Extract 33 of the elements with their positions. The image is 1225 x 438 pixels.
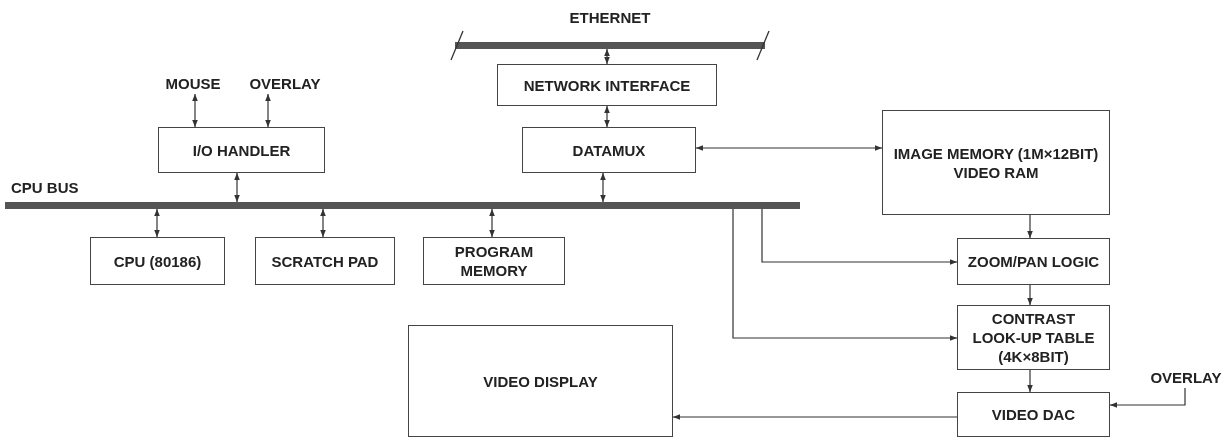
block-box: CONTRAST LOOK-UP TABLE (4K×8BIT)	[957, 305, 1110, 370]
bus-label: CPU BUS	[11, 178, 79, 198]
block-box: ZOOM/PAN LOGIC	[957, 238, 1110, 285]
arrow	[600, 172, 606, 203]
arrow	[192, 93, 198, 128]
block-box: NETWORK INTERFACE	[497, 64, 717, 106]
signal-label: MOUSE	[158, 74, 228, 94]
arrow	[732, 208, 958, 341]
arrow	[1027, 214, 1033, 239]
arrow	[320, 208, 326, 238]
arrow	[154, 208, 160, 238]
arrow	[604, 105, 610, 128]
arrow	[265, 93, 271, 128]
block-box: DATAMUX	[522, 127, 696, 173]
arrow	[695, 145, 883, 151]
arrow	[489, 208, 495, 238]
signal-label: OVERLAY	[240, 74, 330, 94]
arrow	[672, 414, 958, 420]
bus-label: ETHERNET	[569, 8, 651, 28]
arrow	[1027, 369, 1033, 393]
arrow	[234, 172, 240, 203]
arrow	[1027, 284, 1033, 306]
block-box: VIDEO DAC	[957, 392, 1110, 437]
block-box: SCRATCH PAD	[255, 237, 395, 285]
block-box: I/O HANDLER	[158, 127, 325, 173]
arrow	[761, 208, 958, 265]
block-box: IMAGE MEMORY (1M×12BIT) VIDEO RAM	[882, 110, 1110, 215]
block-box: CPU (80186)	[90, 237, 225, 285]
arrow	[604, 48, 610, 65]
block-box: PROGRAM MEMORY	[423, 237, 565, 285]
signal-label: OVERLAY	[1150, 368, 1222, 388]
arrow	[1109, 387, 1186, 408]
block-box: VIDEO DISPLAY	[408, 325, 673, 437]
